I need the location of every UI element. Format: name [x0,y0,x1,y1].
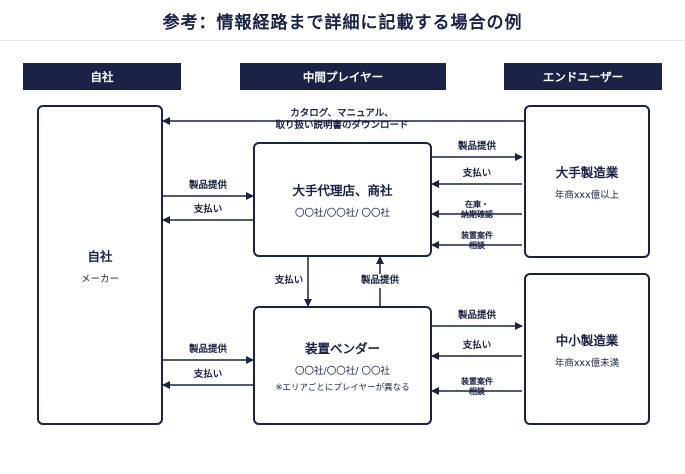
pay-agency-vendor-label: 支払い [274,275,304,287]
consult-large-line1: 装置案件 [461,231,493,240]
supply-vendor-agency-label: 製品提供 [358,274,402,288]
small-manufacturer-revenue: 年商xxx億未満 [554,357,620,369]
company-name: 自社 [87,248,113,264]
pay-vendor-company-label: 支払い [193,369,223,381]
pay-large-agency-label: 支払い [462,168,492,180]
agency-box: 大手代理店、商社 〇〇社/〇〇社/ 〇〇社 [253,142,432,257]
catalog-download-label: カタログ、マニュアル、 取り扱い説明書のダウンロード [275,108,408,132]
vendor-companies: 〇〇社/〇〇社/ 〇〇社 [295,366,390,377]
agency-companies: 〇〇社/〇〇社/ 〇〇社 [295,208,390,219]
pay-agency-company-label: 支払い [193,204,223,216]
supply-company-agency-label: 製品提供 [188,180,228,192]
catalog-label-line1: カタログ、マニュアル、 [290,108,394,120]
supply-agency-large-label: 製品提供 [457,141,497,153]
agency-name: 大手代理店、商社 [292,183,393,198]
large-manufacturer-revenue: 年商xxx億以上 [554,190,620,201]
vendor-box: 装置ベンダー 〇〇社/〇〇社/ 〇〇社 ※エリアごとにプレイヤーが異なる [253,306,432,425]
supply-vendor-small-label: 製品提供 [457,310,497,322]
catalog-label-line2: 取り扱い説明書のダウンロード [275,120,409,131]
company-type: メーカー [80,273,119,285]
inventory-label-line1: 在庫・ [465,200,489,209]
supply-company-vendor-label: 製品提供 [188,344,228,356]
consult-large-line2: 相談 [469,241,485,250]
consult-small-line1: 装置案件 [461,377,493,386]
small-manufacturer-box: 中小製造業 年商xxx億未満 [524,273,650,425]
company-box: 自社 メーカー [37,105,163,425]
inventory-label-line2: 納期確認 [461,210,493,219]
header-middle-players: 中間プレイヤー [240,63,446,90]
vendor-note: ※エリアごとにプレイヤーが異なる [275,383,410,393]
header-end-users: エンドユーザー [504,63,662,90]
large-manufacturer-name: 大手製造業 [555,165,619,180]
pay-small-vendor-label: 支払い [462,340,492,352]
header-company: 自社 [23,63,181,90]
large-manufacturer-box: 大手製造業 年商xxx億以上 [524,105,650,258]
consult-small-label: 装置案件 相談 [461,377,493,397]
consult-small-line2: 相談 [469,387,485,396]
small-manufacturer-name: 中小製造業 [555,332,619,348]
inventory-check-label: 在庫・ 納期確認 [461,200,493,220]
title-divider [0,40,685,41]
consult-large-label: 装置案件 相談 [461,231,493,251]
page-title: 参考：情報経路まで詳細に記載する場合の例 [162,13,523,33]
vendor-name: 装置ベンダー [304,341,380,356]
